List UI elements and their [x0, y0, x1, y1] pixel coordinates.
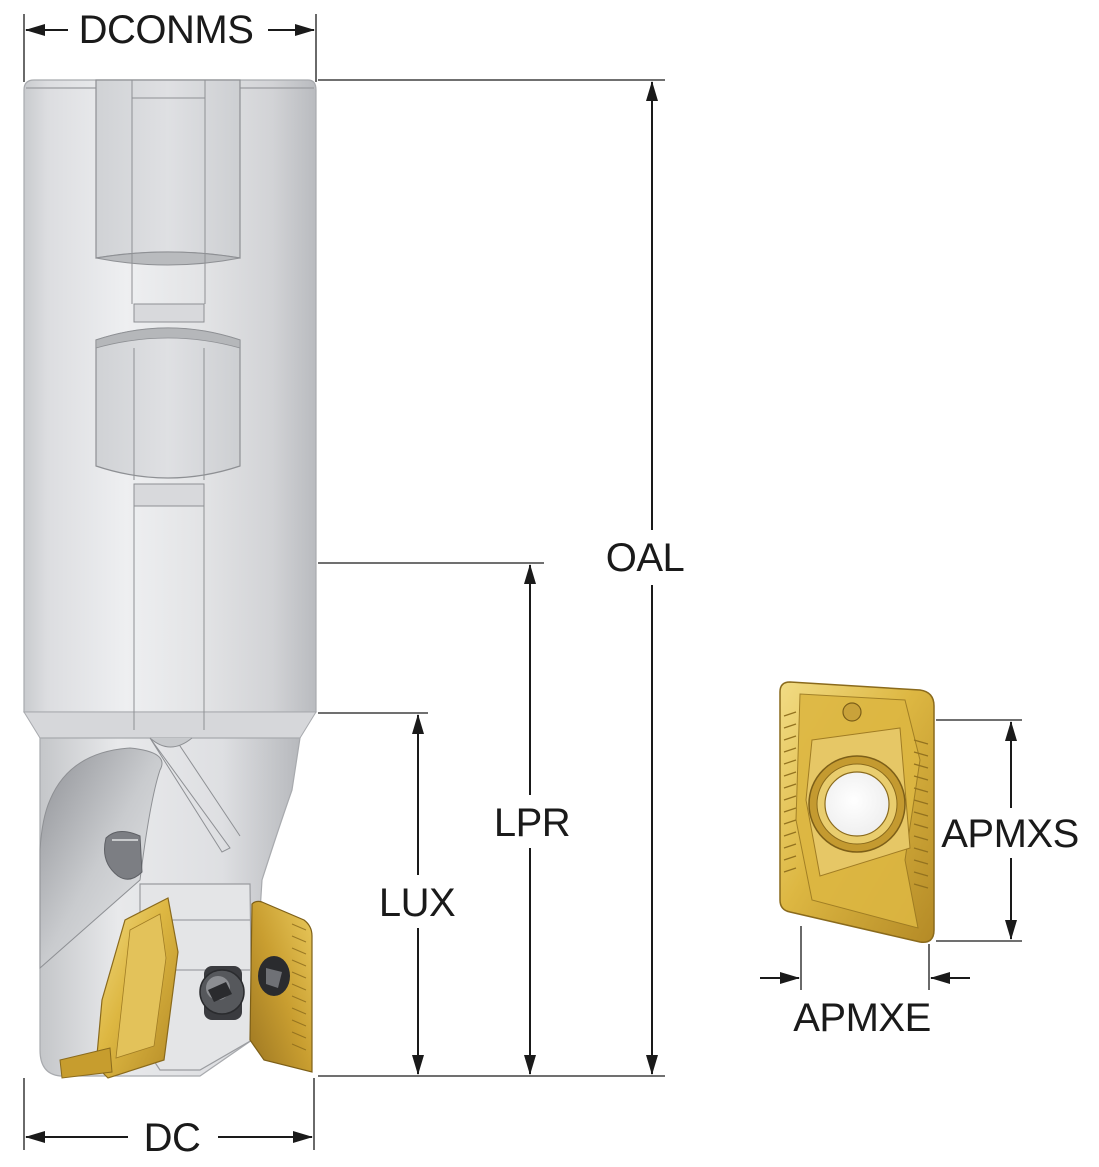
dimension-lines [23, 14, 1022, 1150]
cutting-insert-side [249, 900, 313, 1073]
lpr-label: LPR [494, 801, 570, 845]
lux-label: LUX [379, 881, 455, 925]
chip-pocket [39, 747, 163, 970]
cutting-insert-front [59, 897, 179, 1079]
shank-chamfer [23, 711, 317, 739]
apmxs-label: APMXS [941, 812, 1079, 856]
clamping-flat-upper [95, 79, 241, 259]
dconms-label: DCONMS [79, 8, 254, 52]
apmxe-label: APMXE [793, 996, 931, 1040]
dc-label: DC [144, 1116, 201, 1160]
clamping-flat-lower [133, 303, 205, 323]
torx-screw-icon [199, 966, 245, 1020]
insert-detail [779, 681, 935, 943]
oal-label: OAL [606, 536, 685, 580]
